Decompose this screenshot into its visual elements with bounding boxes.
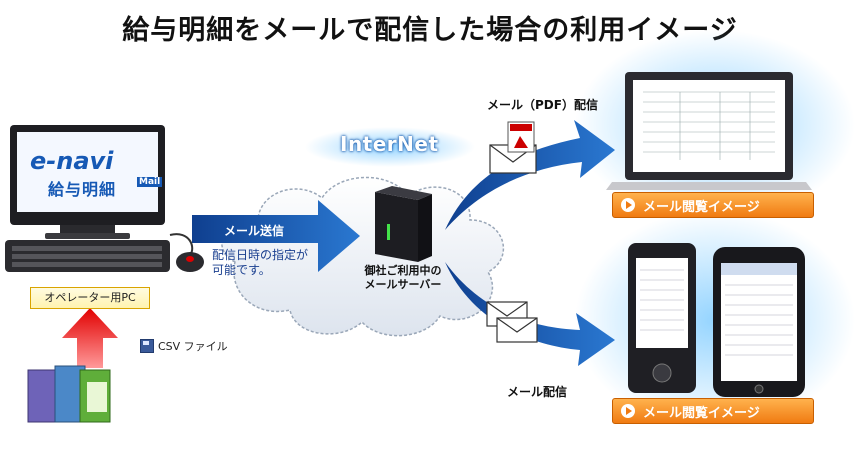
- mail-delivery-label: メール配信: [507, 385, 568, 399]
- flip-phone: [628, 243, 696, 393]
- send-mail-label: メール送信: [224, 224, 285, 238]
- send-arrow: [192, 200, 360, 272]
- schedule-note-line1: 配信日時の指定が: [212, 248, 309, 262]
- mail-view-button-label: メール閲覧イメージ: [643, 199, 760, 215]
- desktop-pc: [5, 125, 204, 272]
- software-boxes: [27, 365, 111, 423]
- mail-view-button-mobile[interactable]: メール閲覧イメージ: [612, 398, 814, 424]
- mail-server-line2: メールサーバー: [364, 278, 442, 291]
- logo-main-text: e-navi: [30, 147, 114, 175]
- pdf-delivery-label: メール（PDF）配信: [487, 98, 598, 112]
- mail-server-label: 御社ご利用中の メールサーバー: [333, 264, 473, 292]
- mail-view-button-laptop[interactable]: メール閲覧イメージ: [612, 192, 814, 218]
- logo-sub-text: 給与明細: [48, 180, 117, 199]
- mail-server-line1: 御社ご利用中の: [364, 264, 442, 277]
- curved-arrow-up: [445, 120, 615, 230]
- play-icon: [621, 198, 635, 212]
- schedule-note: 配信日時の指定が 可能です。: [212, 248, 332, 278]
- schedule-note-line2: 可能です。: [212, 263, 271, 277]
- curved-arrow-down: [445, 262, 615, 366]
- internet-glow: [305, 127, 475, 167]
- mail-icon: [486, 301, 538, 343]
- floppy-icon: [140, 339, 154, 353]
- up-arrow: [62, 308, 118, 368]
- mail-view-button-label: メール閲覧イメージ: [643, 405, 760, 421]
- smartphone: [713, 247, 805, 397]
- operator-pc-label: オペレーター用PC: [30, 287, 150, 309]
- pdf-mail-icon: [489, 121, 537, 174]
- internet-label: InterNet: [340, 132, 439, 156]
- play-icon: [621, 404, 635, 418]
- logo-mail-text: Mail: [137, 177, 163, 187]
- csv-file-label: CSV ファイル: [140, 338, 228, 354]
- laptop: [606, 72, 812, 190]
- page-title: 給与明細をメールで配信した場合の利用イメージ: [122, 15, 738, 46]
- mail-server: [375, 186, 432, 262]
- csv-file-text: CSV ファイル: [158, 340, 228, 353]
